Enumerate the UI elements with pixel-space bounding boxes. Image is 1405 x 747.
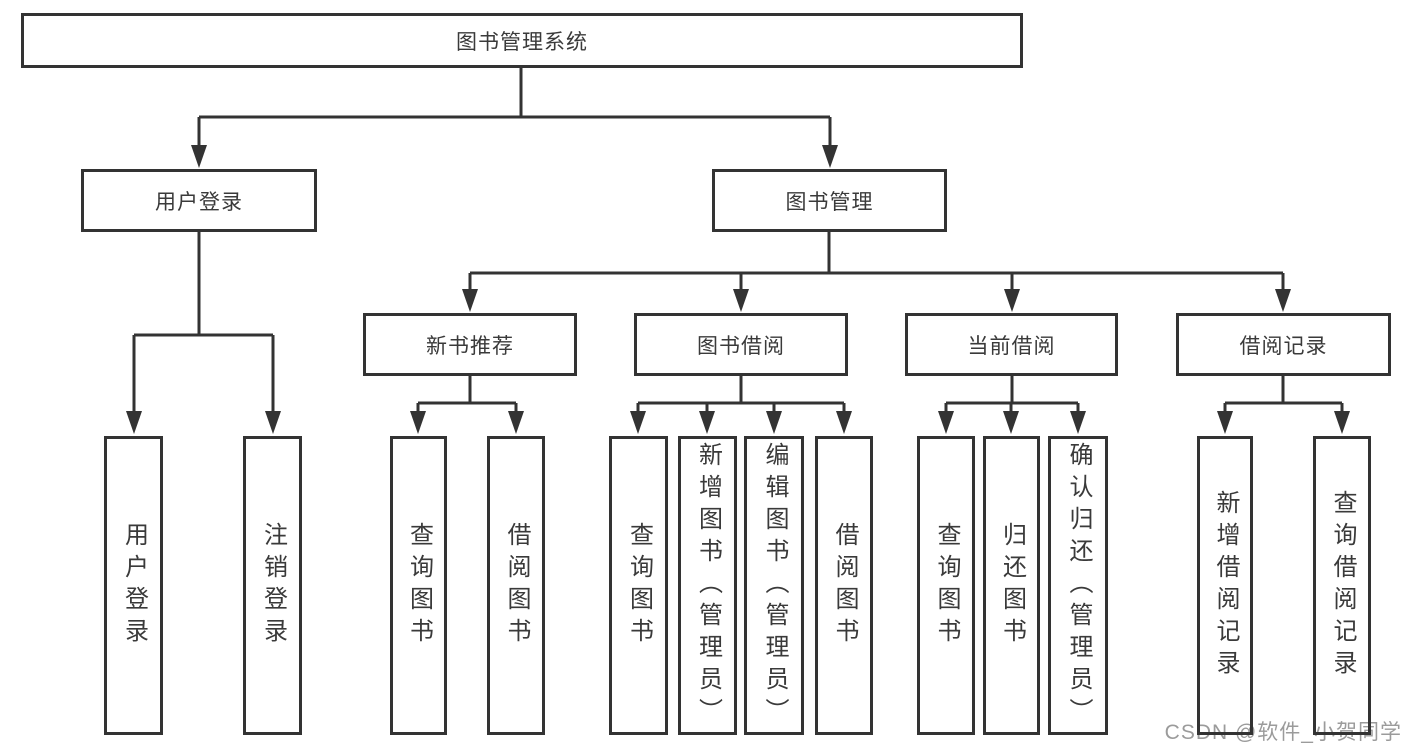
leaf-add-borrow-record-label: 新增借阅记录 — [1212, 489, 1239, 682]
leaf-return-books-label: 归还图书 — [998, 521, 1026, 650]
csdn-watermark: CSDN @软件_小贺同学 — [1164, 721, 1402, 744]
node-current-borrow: 当前借阅 — [905, 313, 1118, 376]
leaf-edit-books-admin-label: 编辑图书（管理员） — [761, 441, 788, 730]
leaf-edit-books-admin: 编辑图书（管理员） — [744, 436, 804, 735]
leaf-query-books-borrow: 查询图书 — [609, 436, 668, 735]
node-book-borrow-label: 图书借阅 — [697, 334, 785, 358]
leaf-user-login: 用户登录 — [104, 436, 163, 735]
node-book-management-label: 图书管理 — [785, 190, 874, 214]
node-book-borrow: 图书借阅 — [634, 313, 848, 376]
leaf-query-books-current: 查询图书 — [917, 436, 975, 735]
node-user-login: 用户登录 — [81, 169, 317, 232]
leaf-borrow-books: 借阅图书 — [815, 436, 873, 735]
leaf-logout: 注销登录 — [243, 436, 302, 735]
leaf-confirm-return-admin-label: 确认归还（管理员） — [1065, 441, 1092, 730]
leaf-borrow-books-recommend-label: 借阅图书 — [503, 521, 530, 650]
leaf-add-books-admin-label: 新增图书（管理员） — [694, 441, 722, 730]
leaf-add-books-admin: 新增图书（管理员） — [678, 436, 737, 735]
leaf-query-books-current-label: 查询图书 — [933, 521, 960, 650]
leaf-borrow-books-recommend: 借阅图书 — [487, 436, 545, 735]
node-borrow-records-label: 借阅记录 — [1239, 334, 1328, 358]
node-borrow-records: 借阅记录 — [1176, 313, 1391, 376]
leaf-return-books: 归还图书 — [983, 436, 1040, 735]
node-new-book-recommend: 新书推荐 — [363, 313, 577, 376]
leaf-query-books-borrow-label: 查询图书 — [625, 521, 653, 650]
leaf-query-borrow-record-label: 查询借阅记录 — [1329, 489, 1356, 682]
leaf-query-books-recommend-label: 查询图书 — [405, 521, 433, 650]
node-user-login-label: 用户登录 — [155, 190, 243, 214]
leaf-logout-label: 注销登录 — [259, 521, 287, 650]
node-new-book-recommend-label: 新书推荐 — [426, 334, 514, 358]
node-book-management: 图书管理 — [712, 169, 947, 232]
leaf-borrow-books-label: 借阅图书 — [831, 521, 858, 650]
leaf-query-borrow-record: 查询借阅记录 — [1313, 436, 1371, 735]
node-library-system: 图书管理系统 — [21, 13, 1023, 68]
leaf-user-login-label: 用户登录 — [120, 521, 148, 650]
leaf-add-borrow-record: 新增借阅记录 — [1197, 436, 1253, 735]
node-library-system-label: 图书管理系统 — [456, 30, 588, 54]
node-current-borrow-label: 当前借阅 — [967, 334, 1056, 358]
leaf-confirm-return-admin: 确认归还（管理员） — [1048, 436, 1108, 735]
leaf-query-books-recommend: 查询图书 — [390, 436, 447, 735]
